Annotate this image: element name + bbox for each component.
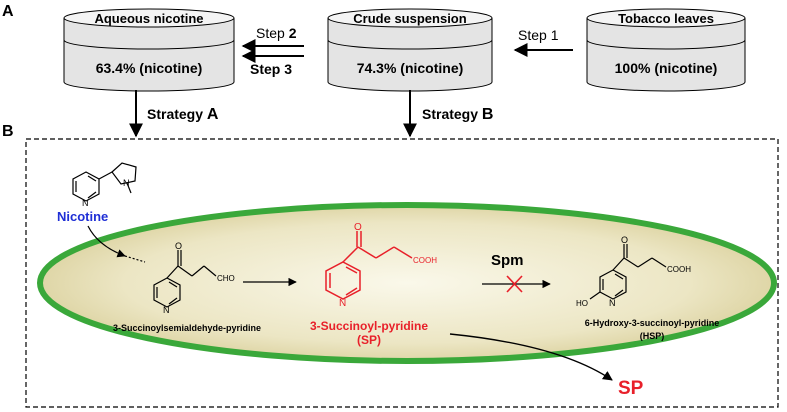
hsp-name: 6-Hydroxy-3-succinoyl-pyridine <box>585 318 720 328</box>
cylinder-title: Aqueous nicotine <box>94 11 203 26</box>
nicotine-structure <box>72 162 137 202</box>
cylinder-title: Tobacco leaves <box>618 11 714 26</box>
hsp-n: N <box>609 298 616 308</box>
sp-abbr: (SP) <box>357 333 381 347</box>
sp-cooh: COOH <box>413 256 437 265</box>
product-sp-label: SP <box>618 378 644 399</box>
intermediate-name: 3-Succinoylsemialdehyde-pyridine <box>113 323 261 333</box>
step2-label: Step 2 <box>256 25 297 41</box>
step1-label: Step 1 <box>518 27 559 43</box>
hsp-ho: HO <box>576 299 588 308</box>
step3-label: Step 3 <box>250 61 292 77</box>
intermediate-n: N <box>163 305 170 315</box>
export-arrow <box>449 333 613 381</box>
cylinder-title: Crude suspension <box>353 11 466 26</box>
cylinder-value: 63.4% (nicotine) <box>96 60 203 76</box>
cell-ellipse <box>37 202 777 364</box>
nicotine-ring-n: N <box>82 198 89 208</box>
hsp-cooh: COOH <box>667 265 691 274</box>
dashed-frame <box>25 138 779 408</box>
cylinder-aqueous-nicotine: Aqueous nicotine 63.4% (nicotine) <box>63 8 235 92</box>
cylinder-value: 74.3% (nicotine) <box>357 60 464 76</box>
hsp-structure <box>589 244 667 300</box>
sp-name: 3-Succinoyl-pyridine <box>310 319 428 333</box>
enzyme-spm-label: Spm <box>491 252 524 269</box>
hsp-abbr: (HSP) <box>640 331 665 341</box>
hsp-o: O <box>621 235 628 245</box>
cylinder-crude-suspension: Crude suspension 74.3% (nicotine) <box>327 8 493 92</box>
sp-structure <box>325 231 413 300</box>
panel-label-a: A <box>2 3 14 20</box>
cylinder-tobacco-leaves: Tobacco leaves 100% (nicotine) <box>586 8 746 92</box>
intermediate-o: O <box>175 241 182 251</box>
block-cross-icon <box>506 275 523 293</box>
sp-o: O <box>354 222 362 233</box>
strategy-a-label: Strategy A <box>147 106 219 123</box>
nicotine-label: Nicotine <box>57 209 108 224</box>
cylinder-value: 100% (nicotine) <box>615 60 718 76</box>
dotted-arrow <box>87 225 126 258</box>
sp-n: N <box>339 298 346 309</box>
panel-label-b: B <box>2 123 14 140</box>
intermediate-structure <box>153 250 217 308</box>
intermediate-cho: CHO <box>217 274 235 283</box>
nicotine-pyrrolidine-n: N <box>123 178 130 188</box>
strategy-b-label: Strategy B <box>422 106 493 123</box>
